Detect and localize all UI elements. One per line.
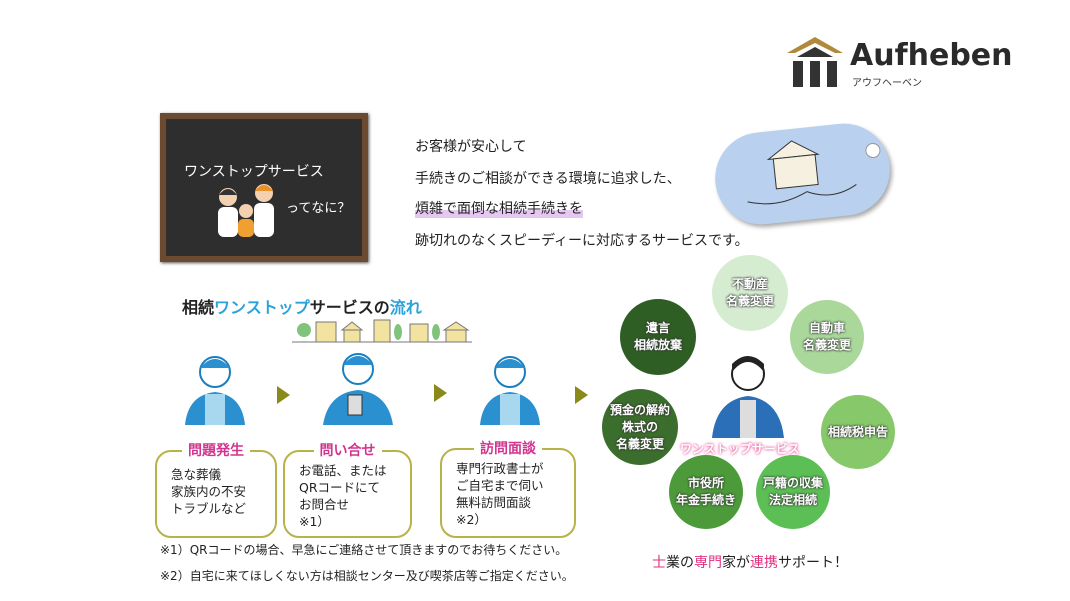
step-text: 急な葬儀 [171, 467, 222, 482]
board-line2: ってなに？ [286, 201, 351, 216]
house-handover-tag [710, 119, 895, 229]
service-text: 不動産 [731, 277, 768, 291]
logo-mark-icon [787, 37, 843, 87]
thinking-person-icon [480, 356, 540, 425]
logo-name: Aufheben [850, 38, 1013, 73]
intro-line: 煩雑で面倒な相続手続きを [415, 198, 583, 218]
step-text: 専門行政書士が [456, 461, 544, 476]
step-text: QRコードにて [299, 480, 381, 495]
tagline: 士業の専門家が連携サポート！ [652, 555, 848, 571]
service-text: 預金の解約 [609, 402, 670, 417]
service-circle: 市役所年金手続き [669, 455, 743, 529]
step-text: お電話、または [299, 463, 387, 478]
service-circle: 相続税申告 [821, 395, 895, 469]
one-stop-service-label: ワンストップサービス [680, 442, 800, 456]
logo-kana: アウフヘーベン [852, 78, 922, 89]
step-title: 問い合せ [313, 443, 382, 459]
flow-title: 相続ワンストップサービスの流れ [182, 298, 422, 317]
service-text: 戸籍の収集 [762, 476, 823, 490]
service-text: 名義変更 [802, 338, 851, 352]
step-text: 無料訪問面談 [456, 495, 532, 510]
step-text: ご自宅まで伺い [456, 478, 544, 493]
service-text: 法定相続 [768, 493, 817, 507]
footnote-2: ※2）自宅に来てほしくない方は相談センター及び喫茶店等ご指定ください。 [160, 569, 574, 583]
step-text: トラブルなど [171, 501, 247, 516]
step-text: ※2） [456, 512, 487, 527]
flow-arrow-icon [277, 386, 290, 404]
step-problem: 問題発生 急な葬儀家族内の不安トラブルなど [155, 443, 277, 538]
step-text: 家族内の不安 [171, 484, 247, 499]
footnote-1: ※1）QRコードの場合、早急にご連絡させて頂きますのでお待ちください。 [160, 543, 568, 557]
flow-arrow-icon [575, 386, 588, 404]
service-text: 名義変更 [615, 436, 664, 451]
service-text: 自動車 [808, 321, 845, 335]
phone-person-icon [323, 353, 393, 425]
board-line1: ワンストップサービス [184, 164, 324, 180]
service-text: 市役所 [687, 476, 724, 490]
chalkboard: ワンストップサービス ってなに？ [160, 113, 368, 262]
step-title: 訪問面談 [474, 441, 542, 457]
service-text: 年金手続き [675, 493, 736, 507]
flow-arrow-icon [434, 384, 447, 402]
family-icon [218, 184, 274, 237]
town-illustration-icon [292, 319, 472, 343]
service-circle: 遺言相続放棄 [620, 299, 696, 375]
step-inquiry: 問い合せ お電話、または QRコードにてお問合せ ※1） [283, 443, 412, 538]
service-circle: 自動車名義変更 [790, 300, 864, 374]
service-text: 遺言 [645, 321, 670, 335]
intro-line: 手続きのご相談ができる環境に追求した、 [415, 171, 681, 187]
step-text: ※1） [299, 514, 330, 529]
step-title: 問題発生 [182, 443, 250, 459]
service-text: 名義変更 [725, 294, 774, 308]
worried-person-icon [185, 356, 245, 425]
service-text: 株式の [621, 419, 658, 434]
service-text: 相続税申告 [827, 424, 888, 439]
service-circle: 戸籍の収集法定相続 [756, 455, 830, 529]
relieved-person-icon [712, 356, 784, 438]
step-text: お問合せ [299, 497, 350, 512]
house-hands-icon [747, 140, 881, 205]
service-circle: 不動産名義変更 [712, 255, 788, 331]
intro-line: お客様が安心して [415, 139, 527, 155]
service-text: 相続放棄 [633, 338, 682, 352]
service-circle: 預金の解約株式の名義変更 [602, 389, 678, 465]
step-visit: 訪問面談 専門行政書士がご自宅まで伺い無料訪問面談 ※2） [440, 441, 576, 538]
intro-line: 跡切れのなくスピーディーに対応するサービスです。 [415, 233, 749, 249]
